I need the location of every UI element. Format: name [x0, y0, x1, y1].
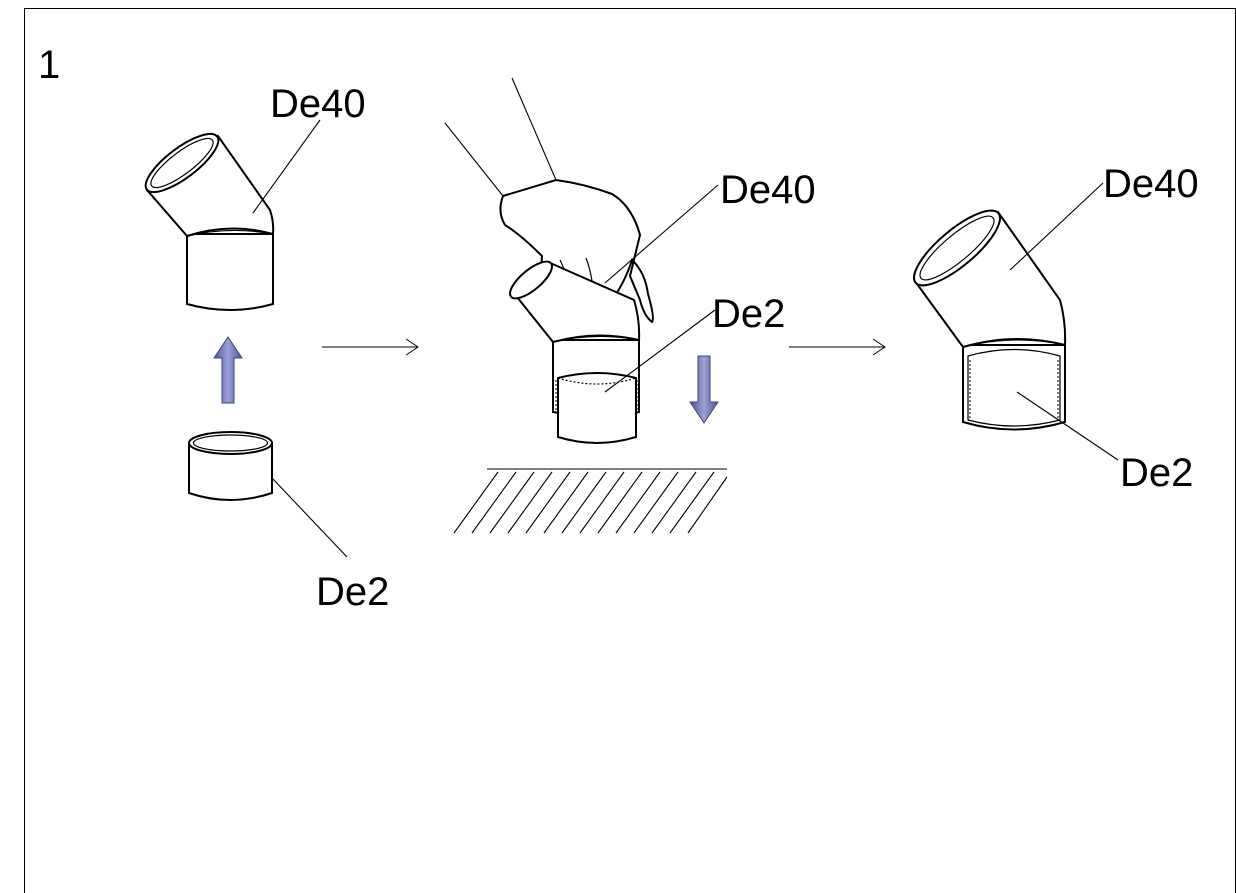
leader-ring-right: [1016, 391, 1119, 461]
label-ring-middle: De2: [712, 292, 785, 336]
label-ring-left: De2: [316, 570, 389, 614]
ring-insert-left: [188, 431, 273, 501]
arrow-right-icon: [322, 338, 419, 356]
elbow-fitting-middle: [509, 260, 641, 444]
label-ring-right: De2: [1120, 451, 1193, 495]
arrow-right-icon: [789, 338, 886, 356]
arrow-up-icon: [213, 336, 243, 404]
elbow-fitting-left: [144, 132, 275, 311]
leader-ring-left: [271, 477, 348, 558]
leader-elbow-left: [252, 119, 321, 214]
label-elbow-right: De40: [1103, 162, 1199, 206]
hand-illustration: [444, 77, 654, 324]
leader-ring-middle: [604, 309, 716, 393]
arrow-down-icon: [689, 355, 719, 424]
label-elbow-middle: De40: [720, 168, 816, 212]
ground-surface: [453, 468, 728, 534]
step-number: 1: [38, 43, 60, 87]
elbow-fitting-right: [913, 209, 1067, 431]
leader-elbow-middle: [604, 184, 719, 284]
leader-elbow-right: [1009, 182, 1104, 271]
label-elbow-left: De40: [270, 82, 366, 126]
